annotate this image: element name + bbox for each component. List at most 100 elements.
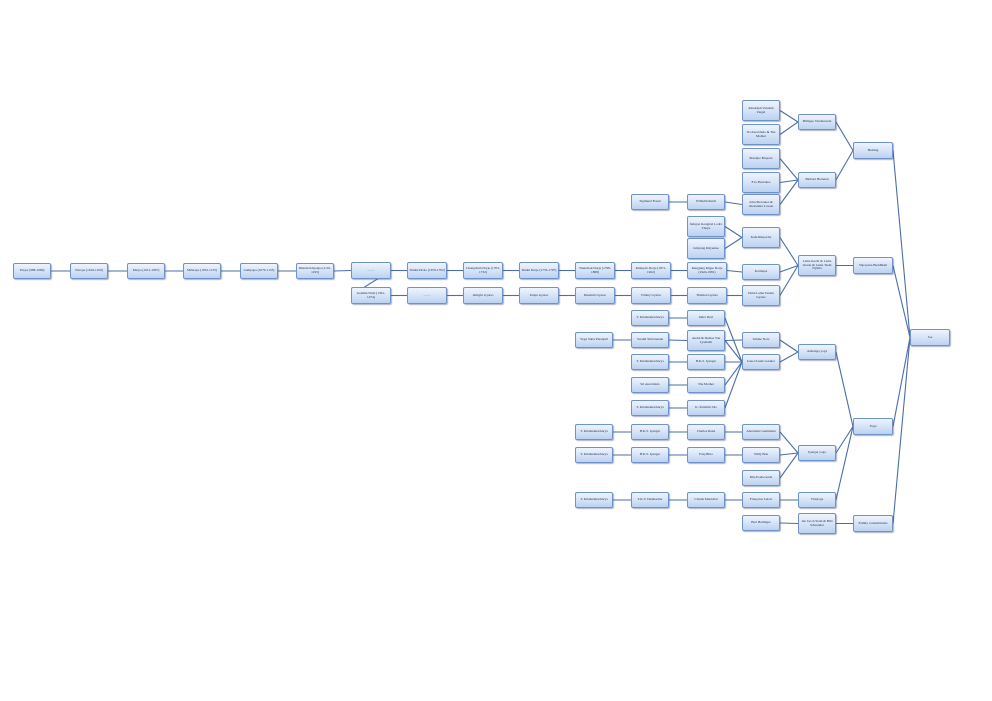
link-randolph-to-philippe bbox=[779, 110, 799, 123]
node-yoga-sutra: Yoga Sutra Patanjali bbox=[575, 332, 613, 348]
node-charles: Charles Rand bbox=[687, 424, 725, 440]
link-boadjoe-to-barbara bbox=[779, 158, 799, 181]
node-tk-3: T. Krishnamacharya bbox=[631, 400, 669, 416]
node-tilopa: Tilopa (988-1069) bbox=[13, 263, 51, 279]
node-kongtrul: Jamgon Kongtrul Lodro Thaye bbox=[687, 216, 725, 237]
link-bert-to-janjacob bbox=[779, 522, 799, 525]
node-lama-group: Lama Kechi & Lama Ocean & Lama Tashi Nyi… bbox=[798, 255, 836, 276]
node-karmapa: Karmapa bbox=[742, 264, 780, 280]
link-sabine-to-ashtanga bbox=[779, 339, 799, 353]
link-healing-to-joe bbox=[892, 150, 911, 338]
node-thubten: Thubten Gyatso bbox=[687, 287, 727, 304]
node-khedrub: Khedrub Gyatso bbox=[575, 287, 615, 304]
link-kalu-to-lama-group bbox=[779, 237, 799, 266]
node-changchub: Changchub Dorje (1703-1732) bbox=[463, 262, 503, 279]
node-rangjung: Rangjung Rigpe Dorje (1924-1981) bbox=[687, 262, 727, 279]
link-rangjung-to-karmapa bbox=[726, 269, 743, 273]
node-naropa: Naropa (1016-1100) bbox=[70, 263, 108, 279]
node-khakhyab: Khakyab Dorje (1871-1922) bbox=[631, 262, 671, 279]
link-iyengar-to-yoga bbox=[835, 426, 854, 454]
link-jamyang-to-kalu bbox=[724, 237, 743, 249]
link-ashtanga-to-yoga bbox=[835, 351, 854, 427]
node-sabine: Sabine Nora bbox=[742, 332, 780, 348]
link-yoga-to-joe bbox=[892, 337, 911, 427]
link-antoinette-to-iyengar bbox=[779, 431, 799, 454]
node-tk-6: T. Krishnamacharya bbox=[575, 492, 613, 508]
link-barbara-to-healing bbox=[835, 150, 854, 181]
node-gampopa: Gampopa (1079-1153) bbox=[240, 263, 278, 279]
node-john: John Pierrakos & Alexander Lowen bbox=[742, 194, 780, 215]
node-tk-4: T. Krishnamacharya bbox=[575, 424, 613, 440]
node-yoga: Yoga bbox=[853, 418, 893, 435]
link-jean-to-ashtanga bbox=[779, 351, 799, 363]
node-bks-2: B.K.S. Iyengar bbox=[631, 424, 669, 440]
link-mother-to-jean bbox=[724, 361, 743, 386]
node-tsultrim-b: Dudul Dorje (1733-1797) bbox=[519, 262, 559, 279]
node-tenpa: Tenpa Gyatso bbox=[519, 287, 559, 304]
node-bert: Bert Hellinger bbox=[742, 515, 780, 531]
node-claude: Claude Maréchal bbox=[687, 492, 725, 508]
node-tsyen: Jamgön Gyatso bbox=[463, 287, 503, 304]
node-ashtanga: Ashtanga yoga bbox=[798, 344, 836, 360]
node-tkv: T.K.V. Desikachar bbox=[631, 492, 669, 508]
node-indra: Indra Devi bbox=[687, 310, 725, 326]
node-dalailama: Dalai Lama Tenzin Gyatso bbox=[742, 285, 780, 306]
node-swami: Swami Shivananda bbox=[631, 332, 669, 348]
node-faiq: Faiq Bitta bbox=[687, 447, 725, 463]
link-kongtrul-to-kalu bbox=[724, 226, 743, 238]
node-tk-1: T. Krishnamacharya bbox=[631, 310, 669, 326]
node-iyengar: Iyengar yoga bbox=[798, 445, 836, 461]
link-pattabhi-to-jean bbox=[724, 361, 743, 409]
node-francoise: Françoise Leloir bbox=[742, 492, 780, 508]
node-trinley: Trinley Gyatso bbox=[631, 287, 671, 304]
link-john-to-barbara bbox=[779, 179, 799, 205]
node-philippe: Philippe Vandenwent bbox=[798, 114, 836, 130]
node-wilhelm: Wilhelm Reich bbox=[687, 194, 725, 210]
node-jamyang: Jamyang Khyentse bbox=[687, 238, 725, 259]
link-wilhelm-to-john bbox=[724, 201, 743, 206]
node-dots-1: – – – bbox=[351, 262, 391, 279]
node-marpa: Marpa (1012-1097) bbox=[127, 263, 165, 279]
node-vajrayana: Vajrayana Buddhism bbox=[853, 257, 893, 274]
node-eva: Eva Pierrakos bbox=[742, 172, 780, 193]
link-viniyoga-to-yoga bbox=[835, 426, 854, 501]
node-gendun: Gendün Drub (1391-1474) bbox=[351, 287, 391, 304]
node-healing: Healing bbox=[853, 142, 893, 159]
node-family: Family constellations bbox=[853, 515, 893, 532]
link-karmapa-to-lama-group bbox=[779, 264, 799, 273]
node-willy: Willy Bok bbox=[742, 447, 780, 463]
node-viniyoga: Viniyoga bbox=[798, 492, 836, 508]
link-family-to-joe bbox=[892, 337, 911, 524]
node-randolph: Randolph Vandem Ziegel bbox=[742, 100, 780, 121]
node-tsultrim-a: Trulku Drolo (1676-1702) bbox=[407, 262, 447, 279]
node-tk-2: T. Krishnamacharya bbox=[631, 354, 669, 370]
node-dusum: Düsum Khyenpa (1110-1193) bbox=[296, 263, 334, 279]
link-rita-to-iyengar bbox=[779, 452, 799, 479]
node-bks-1: B.K.S. Iyengar bbox=[687, 354, 725, 370]
node-kalu: Kalu Rinpoche bbox=[742, 227, 780, 248]
node-sigmund: Sigmund Freud bbox=[631, 194, 669, 210]
node-jean: Jean-Claude Garnier bbox=[742, 354, 780, 370]
node-bks-3: B.K.S. Iyengar bbox=[631, 447, 669, 463]
node-sriaurobindo-mother: Sri Aurobindo & The Mother bbox=[742, 124, 780, 145]
node-janjacob: Jan Jacob Stam & Bibi Schreuder bbox=[798, 513, 836, 534]
link-sriaurobindo-mother-to-philippe bbox=[779, 121, 799, 135]
node-andre: André & Denise Van Lysebeth bbox=[687, 330, 725, 351]
node-rita: Rita Poelwoerde bbox=[742, 470, 780, 486]
link-indra-to-jean bbox=[724, 317, 743, 363]
link-swami-to-andre bbox=[668, 339, 688, 342]
link-dalailama-to-lama-group bbox=[779, 265, 799, 296]
node-barbara: Barbara Brennan bbox=[798, 172, 836, 188]
node-mother: The Mother bbox=[687, 377, 725, 393]
link-philippe-to-healing bbox=[835, 121, 854, 151]
node-tk-5: T. Krishnamacharya bbox=[575, 447, 613, 463]
node-antoinette: Antoinette Gentmann bbox=[742, 424, 780, 440]
link-willy-to-iyengar bbox=[779, 452, 799, 456]
node-sri: Sri Aurobindo bbox=[631, 377, 669, 393]
link-andre-to-jean bbox=[724, 340, 743, 363]
node-rabsel: Thekchok Dorje (1798-1868) bbox=[575, 262, 615, 279]
node-boadjoe: Boadjoe Bruyere bbox=[742, 148, 780, 169]
node-joe: Joe bbox=[910, 329, 950, 346]
